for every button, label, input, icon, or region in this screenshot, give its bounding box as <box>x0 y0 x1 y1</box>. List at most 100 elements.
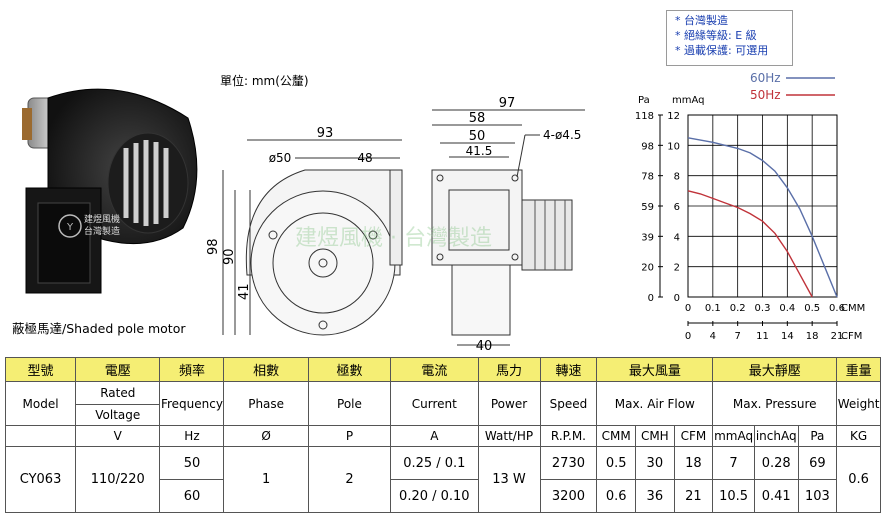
x-tick-label-cfm: 14 <box>781 331 794 342</box>
dim-50: 50 <box>469 129 486 144</box>
mmaq-cell: 10.5 <box>712 479 755 513</box>
header-cell: 重量 <box>836 357 881 382</box>
header-cell: 馬力 <box>477 357 541 382</box>
motor-type-label: 蔽極馬達/Shaded pole motor <box>12 321 186 336</box>
unit-cell: Ø <box>223 425 309 447</box>
cfm-cell: 21 <box>673 479 714 513</box>
performance-chart: 000.140.270.3110.4140.5180.621CMMCFM1211… <box>635 71 865 342</box>
x-tick-label-cfm: 7 <box>734 331 740 342</box>
phase-cell: 1 <box>223 446 309 513</box>
y-tick-label-mmaq: 12 <box>667 111 680 122</box>
dim-58: 58 <box>469 111 486 126</box>
y-tick-label-mmaq: 2 <box>674 263 680 274</box>
pa-cell: 69 <box>797 446 838 480</box>
y-tick-label-mmaq: 4 <box>674 232 680 243</box>
header-cell: Pole <box>307 381 392 426</box>
unit-cell <box>4 425 77 447</box>
y-tick-label-mmaq: 0 <box>674 293 680 304</box>
header-cell: Max. Air Flow <box>596 381 714 426</box>
fan-photo: Y 建煜風機 台灣製造 <box>22 88 198 294</box>
dim-hole-spec: 4-ø4.5 <box>543 128 581 142</box>
dim-40: 40 <box>476 339 493 354</box>
x-axis-label-cmm: CMM <box>841 303 865 314</box>
unit-cell: mmAq <box>712 425 755 447</box>
pa-cell: 103 <box>797 479 838 513</box>
header-cell: 最大靜壓 <box>712 357 838 382</box>
table-row: 60 0.20 / 0.10 3200 0.6 36 21 10.5 0.41 … <box>6 479 881 513</box>
current-cell: 0.25 / 0.1 <box>390 446 479 480</box>
x-tick-label-cfm: 4 <box>710 331 716 342</box>
header-cell: Model <box>4 381 77 426</box>
unit-cell: CMH <box>635 425 675 447</box>
dim-inlet-dia: ø50 <box>269 151 292 165</box>
legend-label: 60Hz <box>750 71 781 85</box>
note-item: * 過載保護: 可選用 <box>675 44 769 57</box>
y-axis-label-mmaq: mmAq <box>672 95 705 106</box>
table-units-row: V Hz Ø P A Watt/HP R.P.M. CMM CMH CFM mm… <box>4 425 881 447</box>
unit-cell: P <box>307 425 392 447</box>
x-tick-label-cmm: 0.6 <box>829 303 845 314</box>
x-tick-label-cfm: 0 <box>685 331 691 342</box>
x-tick-label-cmm: 0.1 <box>705 303 721 314</box>
unit-cell: Watt/HP <box>477 425 541 447</box>
x-tick-label-cfm: 21 <box>831 331 844 342</box>
header-cell: 電壓 <box>75 357 161 382</box>
y-tick-label-pa: 20 <box>641 263 654 274</box>
header-cell: Power <box>477 381 541 426</box>
x-tick-label-cfm: 18 <box>806 331 819 342</box>
current-cell: 0.20 / 0.10 <box>390 479 479 513</box>
x-tick-label-cmm: 0.5 <box>804 303 820 314</box>
spec-table: 型號 電壓 頻率 相數 極數 電流 馬力 轉速 最大風量 最大靜壓 重量 Mod… <box>4 357 881 513</box>
rpm-cell: 3200 <box>539 479 598 513</box>
dim-98: 98 <box>206 238 221 255</box>
series-line-60hz <box>687 137 838 298</box>
x-tick-label-cmm: 0.2 <box>730 303 746 314</box>
model-cell: CY063 <box>4 446 77 513</box>
drawing-watermark: 建煜風機 · 台灣製造 <box>295 226 492 251</box>
note-item: * 絕緣等級: E 級 <box>675 29 757 42</box>
unit-cell: CMM <box>596 425 637 447</box>
unit-cell: CFM <box>673 425 714 447</box>
weight-cell: 0.6 <box>836 446 881 513</box>
table-subheader-row: Model Rated Frequency Phase Pole Current… <box>4 381 881 426</box>
header-cell: 極數 <box>307 357 392 382</box>
x-axis-label-cfm: CFM <box>841 331 862 342</box>
header-cell: Voltage <box>75 404 161 426</box>
table-row: CY063 110/220 50 1 2 0.25 / 0.1 13 W 273… <box>4 446 881 513</box>
header-cell: 相數 <box>223 357 309 382</box>
dim-41: 41 <box>237 283 252 300</box>
cmm-cell: 0.6 <box>596 479 637 513</box>
dim-48: 48 <box>357 151 372 165</box>
photo-watermark-origin: 台灣製造 <box>84 225 120 237</box>
dim-90: 90 <box>222 248 237 265</box>
freq-cell: 60 <box>159 479 225 513</box>
cmm-cell: 0.5 <box>596 446 637 480</box>
series-line-50hz <box>687 190 813 298</box>
x-tick-label-cmm: 0 <box>685 303 691 314</box>
rpm-cell: 2730 <box>539 446 598 480</box>
cfm-cell: 18 <box>673 446 714 480</box>
legend-label: 50Hz <box>750 88 781 102</box>
header-cell: Phase <box>223 381 309 426</box>
svg-text:Y: Y <box>66 222 74 233</box>
pole-cell: 2 <box>307 446 392 513</box>
photo-watermark-brand: 建煜風機 <box>84 213 120 225</box>
y-tick-label-mmaq: 10 <box>667 141 680 152</box>
unit-cell: A <box>390 425 479 447</box>
unit-cell: KG <box>836 425 881 447</box>
cmh-cell: 36 <box>635 479 675 513</box>
inchaq-cell: 0.41 <box>753 479 799 513</box>
mmaq-cell: 7 <box>712 446 755 480</box>
y-tick-label-mmaq: 6 <box>674 202 680 213</box>
y-tick-label-mmaq: 8 <box>674 172 680 183</box>
header-cell: Max. Pressure <box>712 381 838 426</box>
y-tick-label-pa: 0 <box>648 293 654 304</box>
y-tick-label-pa: 39 <box>641 232 654 243</box>
spec-notes: * 台灣製造 * 絕緣等級: E 級 * 過載保護: 可選用 <box>666 10 793 66</box>
unit-cell: Pa <box>797 425 838 447</box>
header-cell: 頻率 <box>159 357 225 382</box>
dim-97: 97 <box>499 96 516 111</box>
power-cell: 13 W <box>477 446 541 513</box>
y-axis-label-pa: Pa <box>638 95 650 106</box>
y-tick-label-pa: 59 <box>641 202 654 213</box>
